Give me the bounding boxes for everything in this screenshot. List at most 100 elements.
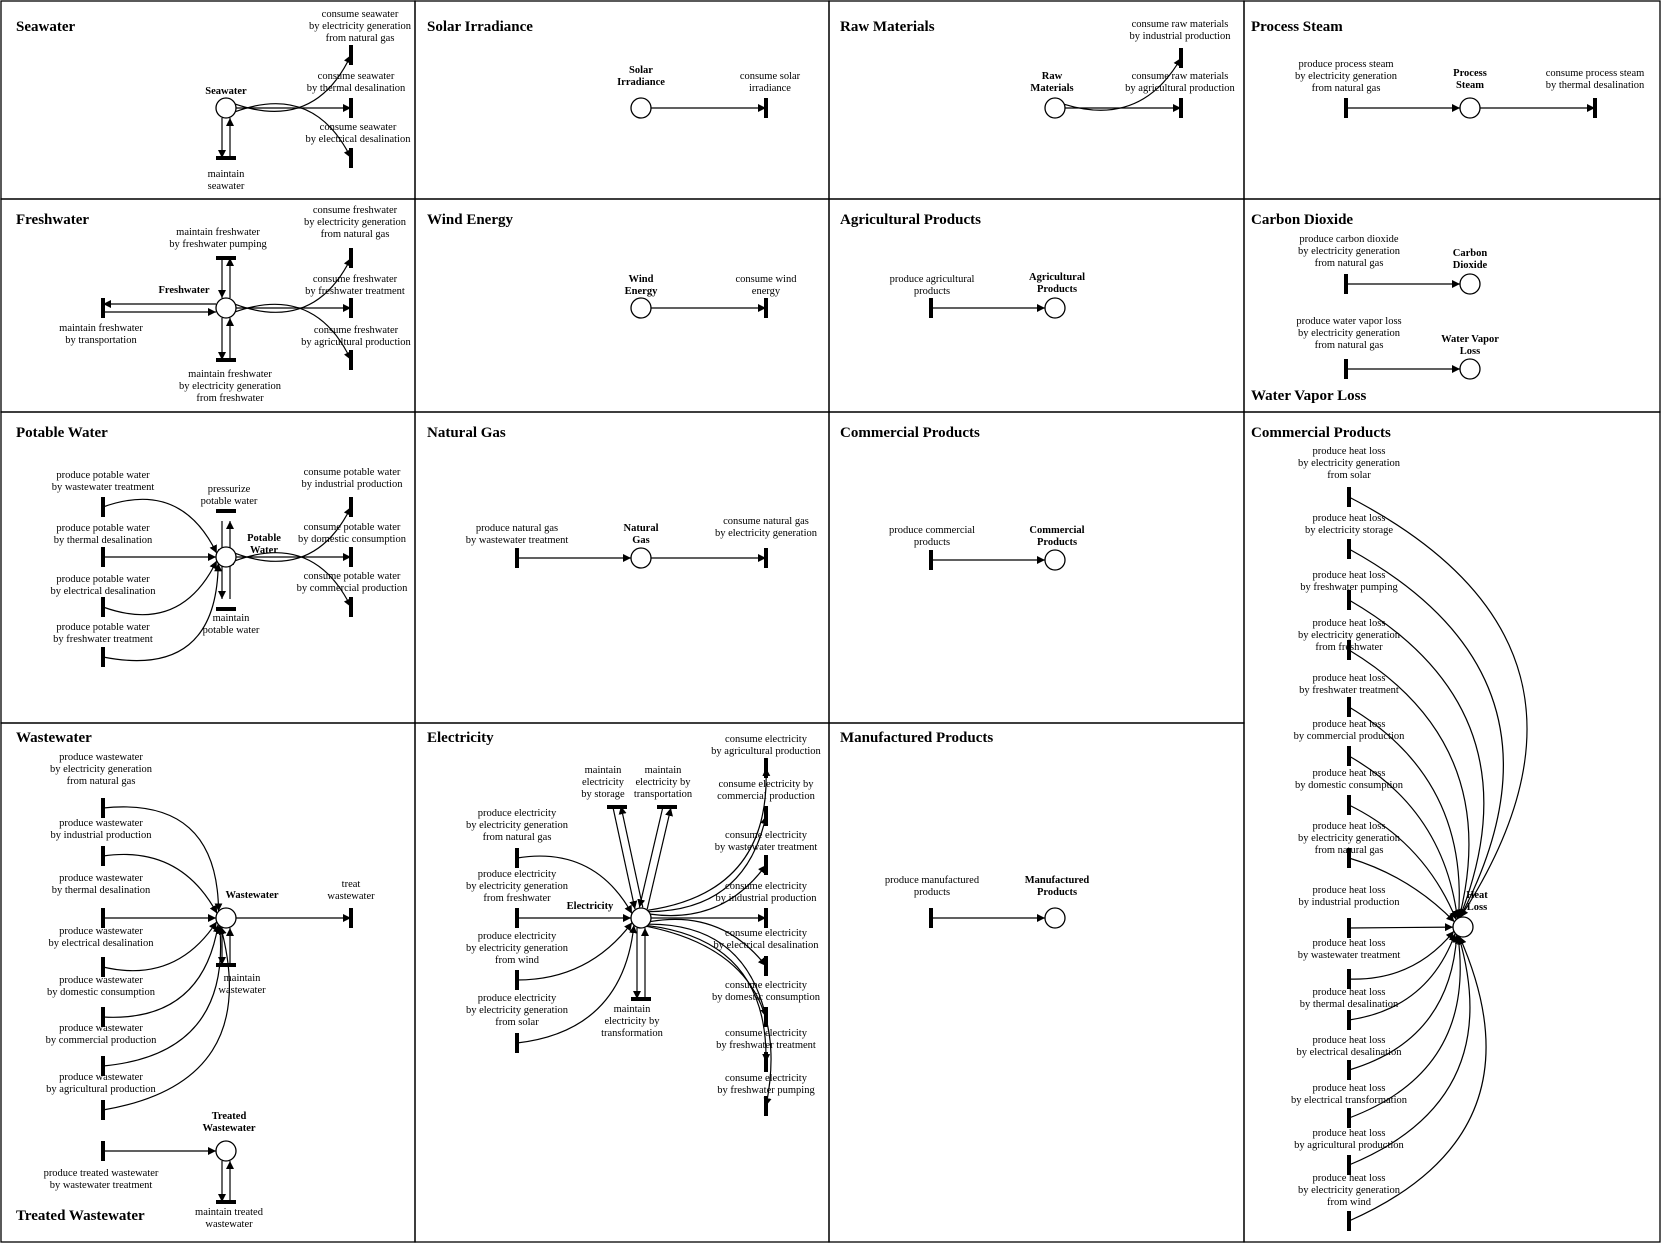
place-label-line: Electricity xyxy=(567,901,614,912)
place-label-line: Water Vapor xyxy=(1441,334,1499,345)
transition-bar xyxy=(349,547,353,567)
mark-layer xyxy=(101,45,1597,1231)
transition-label-line: electricity by xyxy=(635,777,691,788)
panel-title: Manufactured Products xyxy=(840,730,993,746)
transition-label-line: produce heat loss xyxy=(1313,673,1386,684)
transition-bar xyxy=(657,805,677,809)
transition-bar xyxy=(1347,969,1351,989)
transition-label-line: produce heat loss xyxy=(1313,938,1386,949)
transition-bar xyxy=(101,647,105,667)
place-circle xyxy=(630,907,652,929)
place-circle xyxy=(215,297,237,319)
transition-bar xyxy=(1347,918,1351,938)
transition-label-line: produce heat loss xyxy=(1313,821,1386,832)
arc xyxy=(1348,857,1455,923)
transition-bar xyxy=(101,597,105,617)
place-label-line: Wastewater xyxy=(202,1123,255,1134)
transition-label-line: produce heat loss xyxy=(1313,885,1386,896)
transition-bar xyxy=(764,98,768,118)
transition-label-line: from natural gas xyxy=(483,832,552,843)
transition-label-line: produce wastewater xyxy=(59,873,143,884)
place-label: Wastewater xyxy=(225,890,278,901)
transition-label-line: maintain xyxy=(614,1004,651,1015)
transition-bar xyxy=(349,497,353,517)
transition-label-line: by agricultural production xyxy=(301,337,411,348)
place-label-line: Materials xyxy=(1030,83,1073,94)
transition-label-line: produce heat loss xyxy=(1313,618,1386,629)
transition-label-line: consume wind xyxy=(736,274,798,285)
transition-label-line: by electricity generation xyxy=(466,820,569,831)
transition-label-line: by freshwater treatment xyxy=(1299,685,1399,696)
arc xyxy=(102,560,218,616)
arc xyxy=(235,506,352,562)
transition-label-line: produce commercial xyxy=(889,525,975,536)
transition-label-line: consume potable water xyxy=(304,571,401,582)
transition-label-line: produce potable water xyxy=(56,470,150,481)
transition-bar xyxy=(101,798,105,818)
transition-label-line: by domestic consumption xyxy=(298,534,407,545)
transition-label-line: by freshwater pumping xyxy=(169,239,267,250)
transition-bar xyxy=(349,248,353,268)
place-label-line: Irradiance xyxy=(617,77,665,88)
place-label: Seawater xyxy=(205,86,247,97)
panel-border xyxy=(0,411,416,724)
arc xyxy=(1348,930,1455,980)
place-circle xyxy=(215,97,237,119)
transition-label-line: by industrial production xyxy=(302,479,404,490)
transition-label-line: produce heat loss xyxy=(1313,987,1386,998)
transition-label-line: by electrical desalination xyxy=(306,134,412,145)
transition-bar xyxy=(515,848,519,868)
transition-bar xyxy=(929,908,933,928)
arc xyxy=(1348,649,1470,918)
transition-bar xyxy=(631,997,651,1001)
transition-label-line: seawater xyxy=(208,181,245,192)
arc xyxy=(102,563,223,662)
transition-label-line: by industrial production xyxy=(716,893,818,904)
panel-border xyxy=(1243,411,1661,1243)
transition-label-line: by commercial production xyxy=(46,1035,158,1046)
transition-label-line: maintain xyxy=(213,613,250,624)
place-circle xyxy=(1044,907,1066,929)
transition-bar xyxy=(101,497,105,517)
transition-label-line: maintain xyxy=(645,765,682,776)
transition-label-line: produce wastewater xyxy=(59,1023,143,1034)
transition-label-line: produce agricultural xyxy=(890,274,975,285)
arc xyxy=(1348,599,1485,918)
transition-label-line: consume raw materials xyxy=(1132,19,1229,30)
transition-label-line: by wastewater treatment xyxy=(52,482,155,493)
transition-label-line: by electricity generation xyxy=(1298,1185,1401,1196)
transition-label-line: by electricity generation xyxy=(1298,246,1401,257)
transition-label-line: products xyxy=(914,887,950,898)
transition-bar xyxy=(1179,48,1183,68)
transition-label-line: from natural gas xyxy=(321,229,390,240)
transition-bar xyxy=(101,1100,105,1120)
transition-bar xyxy=(764,806,768,826)
transition-bar xyxy=(1347,487,1351,507)
arc xyxy=(1348,923,1454,932)
arc xyxy=(637,805,664,908)
transition-label-line: maintain xyxy=(224,973,261,984)
transition-label-line: by electrical transformation xyxy=(1291,1095,1408,1106)
